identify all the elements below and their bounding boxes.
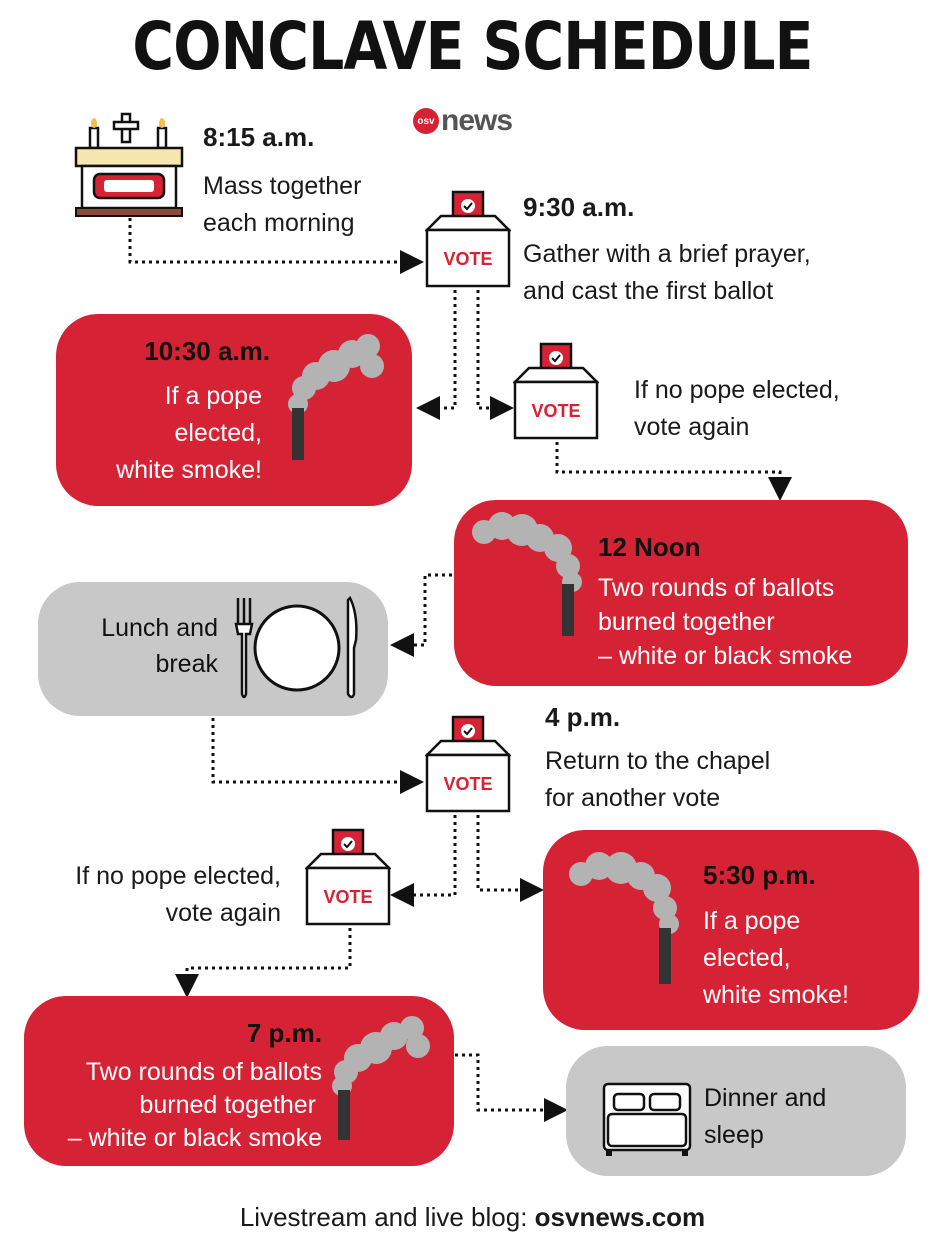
smoke-1030-line3: white smoke!	[116, 456, 262, 484]
pm-vote-line2: for another vote	[545, 784, 721, 812]
smoke-chimney-icon	[472, 512, 582, 636]
smoke-530-line3: white smoke!	[703, 981, 849, 1009]
smoke-1030-line1: If a pope	[164, 382, 262, 410]
connector-lunch-to-pmvote	[211, 718, 424, 794]
ballot-label: VOTE	[443, 249, 492, 269]
footer-prefix: Livestream and live blog:	[239, 1202, 535, 1232]
connector-seven-to-dinner	[455, 1053, 568, 1122]
lunch-box: Lunch and break	[38, 582, 388, 716]
ballot-box-icon: VOTE	[425, 715, 511, 813]
noon-time: 12 Noon	[598, 532, 701, 562]
ballot-label: VOTE	[323, 887, 372, 907]
ballot-label: VOTE	[531, 401, 580, 421]
noon-box: 12 Noon Two rounds of ballots burned tog…	[454, 500, 908, 686]
smoke-1030-box: 10:30 a.m. If a pope elected, white smok…	[56, 314, 412, 506]
smoke-530-line1: If a pope	[703, 907, 801, 935]
revote-pm-line1: If no pope elected,	[75, 862, 281, 890]
noon-line1: Two rounds of ballots	[598, 574, 835, 602]
connector-noon-to-lunch	[390, 573, 452, 657]
altar-icon	[74, 112, 184, 217]
ballot-box-icon: VOTE	[425, 190, 511, 288]
lunch-line1: Lunch and	[101, 614, 218, 642]
mass-time: 8:15 a.m.	[203, 122, 315, 152]
noon-line2: burned together	[598, 608, 775, 636]
ballot-box-icon: VOTE	[513, 342, 599, 440]
mass-line1: Mass together	[203, 172, 362, 200]
smoke-1030-time: 10:30 a.m.	[144, 336, 270, 366]
ballot-box-icon: VOTE	[305, 828, 391, 926]
smoke-chimney-icon	[569, 852, 679, 984]
connector-mass-to-vote	[128, 218, 424, 274]
seven-line3: – white or black smoke	[67, 1124, 322, 1152]
dinner-line2: sleep	[704, 1121, 764, 1149]
noon-line3: – white or black smoke	[598, 642, 853, 670]
pm-vote-time: 4 p.m.	[545, 702, 621, 732]
pm-vote-line1: Return to the chapel	[545, 747, 771, 775]
connector-vote-to-revote	[476, 290, 514, 420]
connector-revote-to-seven	[175, 928, 352, 998]
footer-site-link[interactable]: osvnews.com	[534, 1202, 706, 1232]
connector-pmvote-to-smoke530	[476, 815, 544, 902]
logo-word: news	[441, 104, 513, 137]
ballot-label: VOTE	[443, 774, 492, 794]
smoke-chimney-icon	[288, 334, 384, 460]
first-vote-line1: Gather with a brief prayer,	[523, 240, 811, 268]
seven-box: 7 p.m. Two rounds of ballots burned toge…	[24, 996, 454, 1166]
smoke-530-box: 5:30 p.m. If a pope elected, white smoke…	[543, 830, 919, 1030]
revote-am-line2: vote again	[634, 413, 750, 441]
footer: Livestream and live blog: osvnews.com	[0, 1202, 945, 1233]
smoke-530-line2: elected,	[703, 944, 791, 972]
connector-vote-to-smoke1030	[416, 290, 457, 420]
first-vote-line2: and cast the first ballot	[523, 277, 774, 305]
osv-news-logo: osv news	[413, 104, 513, 138]
smoke-530-time: 5:30 p.m.	[703, 860, 816, 890]
seven-line1: Two rounds of ballots	[85, 1058, 322, 1086]
dinner-line1: Dinner and	[704, 1084, 827, 1112]
smoke-1030-line2: elected,	[174, 419, 262, 447]
seven-time: 7 p.m.	[246, 1018, 322, 1048]
bed-icon	[602, 1082, 692, 1156]
dinner-box: Dinner and sleep	[566, 1046, 906, 1176]
seven-line2: burned together	[139, 1091, 316, 1119]
revote-pm-line2: vote again	[165, 899, 281, 927]
first-vote-time: 9:30 a.m.	[523, 192, 635, 222]
mass-line2: each morning	[203, 209, 355, 237]
revote-am-line1: If no pope elected,	[634, 376, 840, 404]
logo-badge: osv	[413, 108, 439, 134]
connector-revote-to-noon	[555, 442, 792, 501]
page-title: CONCLAVE SCHEDULE	[132, 8, 813, 85]
connector-pmvote-to-revote	[390, 815, 457, 907]
smoke-chimney-icon	[332, 1016, 430, 1140]
plate-and-cutlery-icon	[234, 595, 358, 699]
lunch-line2: break	[155, 650, 218, 678]
